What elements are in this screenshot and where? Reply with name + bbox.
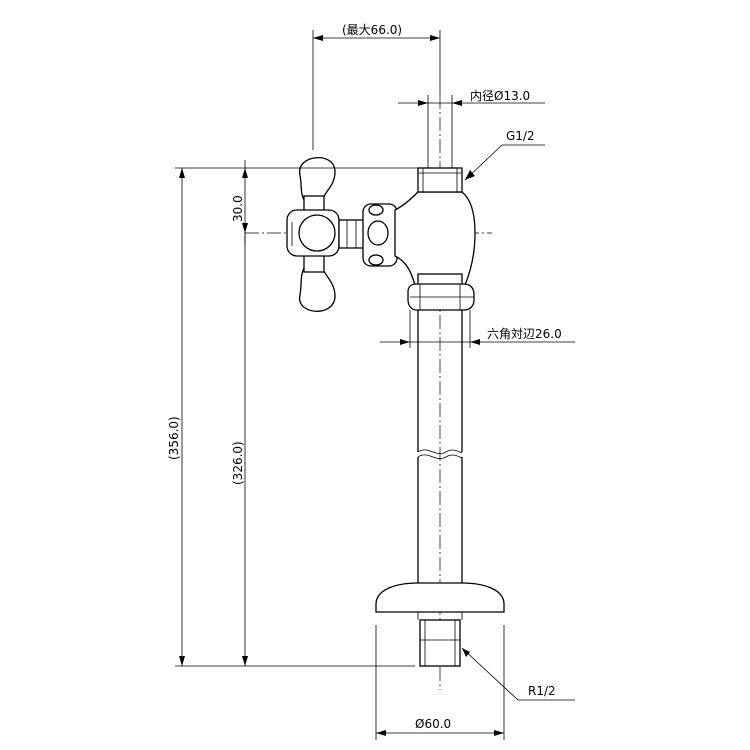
total-height-dimension: (356.0) [167, 168, 415, 667]
max-width-dimension: (最大66.0) [312, 23, 441, 150]
valve-spindle [338, 219, 366, 249]
inner-diameter-label: 内径Ø13.0 [470, 89, 530, 103]
thread-bottom-leader: R1/2 [461, 647, 575, 701]
pipe [417, 310, 463, 585]
valve-handle [286, 157, 340, 312]
thread-top-label: G1/2 [506, 129, 535, 143]
valve-body [394, 167, 476, 287]
inner-diameter-dimension: 内径Ø13.0 [398, 89, 545, 170]
pipe-height-dimension: (326.0) [231, 233, 248, 666]
flange-diameter-dimension: Ø60.0 [375, 625, 505, 740]
max-width-label: (最大66.0) [342, 23, 402, 37]
valve-bonnet [362, 203, 398, 267]
handle-offset-dimension: 30.0 [175, 160, 418, 245]
wall-flange [375, 582, 505, 620]
handle-offset-label: 30.0 [231, 195, 245, 222]
flange-diameter-label: Ø60.0 [415, 717, 451, 731]
hex-width-label: 六角対辺26.0 [487, 327, 562, 341]
thread-top-leader: G1/2 [464, 129, 545, 181]
hex-width-dimension: 六角対辺26.0 [380, 310, 575, 348]
total-height-label: (356.0) [167, 416, 181, 460]
thread-bottom-label: R1/2 [528, 684, 556, 698]
bottom-thread [419, 619, 461, 667]
pipe-height-label: (326.0) [231, 441, 245, 485]
hex-nut [407, 283, 475, 311]
